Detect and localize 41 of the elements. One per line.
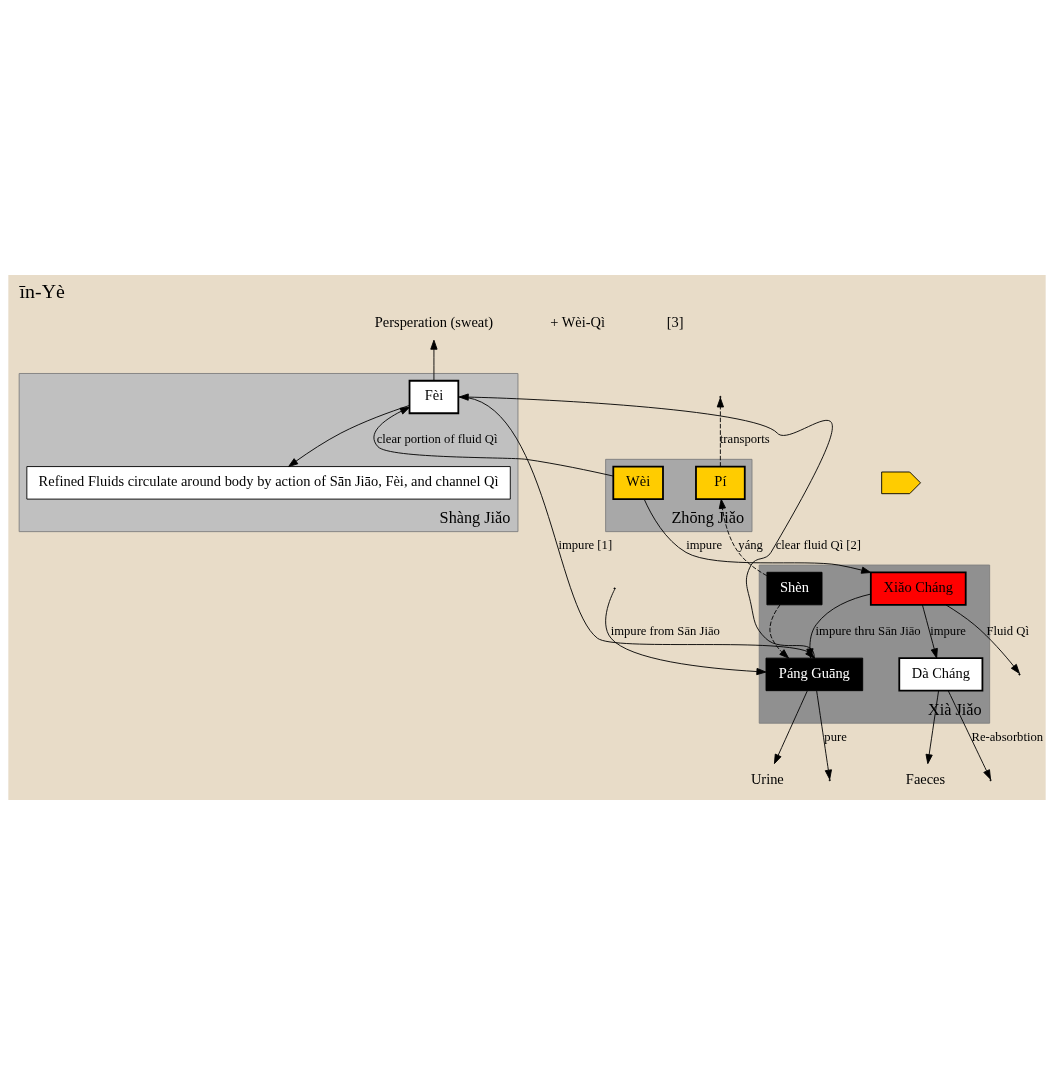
node-arrow bbox=[881, 471, 921, 495]
arrow bbox=[769, 604, 789, 659]
arrow bbox=[921, 604, 938, 659]
edge-label: impure [1] bbox=[558, 537, 613, 552]
node-box: Páng Guāng bbox=[765, 657, 864, 692]
arrow bbox=[718, 498, 768, 577]
edge-label: clear fluid Qì [2] bbox=[775, 537, 862, 552]
edge-label: yáng bbox=[738, 537, 763, 552]
edge-label: impure bbox=[686, 537, 723, 552]
edge-label: impure from Sān Jiāo bbox=[610, 623, 720, 638]
arrow bbox=[925, 690, 939, 765]
edge-label: Fluid Qì bbox=[986, 623, 1029, 638]
arrow bbox=[430, 339, 438, 382]
node-box: Shèn bbox=[766, 571, 823, 606]
node-box: Refined Fluids circulate around body by action of Sān Jiāo, Fèi, and channel Qì bbox=[26, 466, 511, 500]
arrow bbox=[716, 397, 724, 467]
edge-label: clear portion of fluid Qì bbox=[376, 432, 498, 447]
diagram-title: īn-Yè bbox=[19, 280, 65, 303]
node-box: Pí bbox=[695, 465, 746, 500]
arrow bbox=[945, 604, 1020, 674]
node-text: Faeces bbox=[905, 770, 946, 787]
node-box: Wèi bbox=[612, 465, 664, 500]
node-box: Fèi bbox=[408, 379, 460, 415]
node-box: Dà Cháng bbox=[898, 657, 984, 692]
node-text: Urine bbox=[750, 770, 784, 787]
arrow bbox=[816, 690, 832, 780]
edge-label: Re-absorbtion bbox=[971, 729, 1044, 744]
arrow bbox=[288, 405, 410, 467]
arrow bbox=[643, 498, 872, 574]
label: + Wèi-Qì bbox=[550, 314, 605, 331]
arrow bbox=[605, 589, 767, 676]
edge-label: transports bbox=[719, 432, 770, 447]
label: [3] bbox=[666, 314, 684, 331]
edge-label: impure bbox=[930, 623, 966, 638]
node-text: Persperation (sweat) bbox=[374, 314, 494, 331]
arrow bbox=[373, 406, 614, 477]
edge-label: pure bbox=[824, 729, 847, 744]
arrow bbox=[773, 690, 808, 765]
edge-label: impure thru Sān Jiāo bbox=[815, 623, 921, 638]
node-box: Xiǎo Cháng bbox=[869, 571, 967, 606]
arrow bbox=[947, 690, 991, 780]
